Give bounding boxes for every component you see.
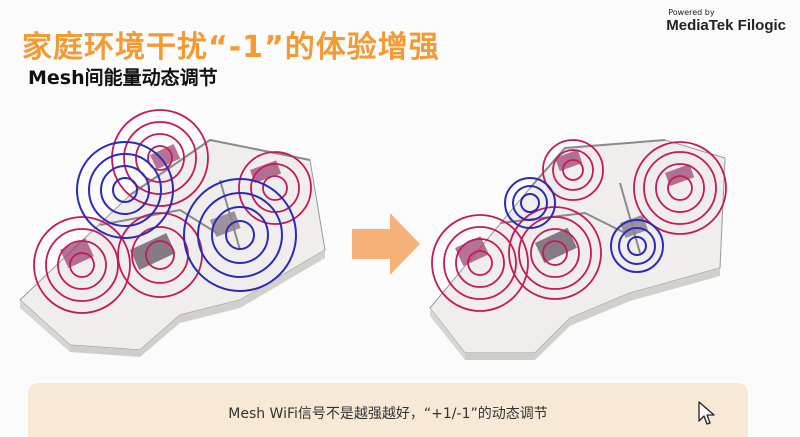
slide-title: 家庭环境干扰“-1”的体验增强: [22, 30, 440, 65]
ring-group-blue-1: [504, 177, 556, 229]
walls: [99, 138, 311, 251]
caption-text: Mesh WiFi信号不是越强越好，“+1/-1”的动态调节: [228, 406, 548, 422]
slide-subtitle: Mesh间能量动态调节: [28, 67, 218, 89]
ring-group-blue-2: [610, 219, 664, 273]
brand-logo: Powered by MediaTek Filogic: [666, 8, 786, 34]
floorplan-before: [19, 109, 326, 357]
ring-group-red-3: [33, 216, 131, 314]
mouse-cursor-icon: [698, 401, 715, 425]
brand-name: MediaTek Filogic: [666, 17, 786, 34]
right-arrow-icon: [352, 213, 420, 275]
caption-banner: Mesh WiFi信号不是越强越好，“+1/-1”的动态调节: [28, 383, 748, 437]
ring-group-red-2: [633, 141, 727, 235]
ring-group-red-1: [542, 139, 604, 201]
powered-by-label: Powered by: [668, 8, 715, 17]
floorplan-after: [429, 139, 727, 360]
ring-group-blue-2: [183, 178, 297, 292]
ring-group-red-3: [431, 214, 529, 312]
ring-group-blue-1: [76, 141, 174, 239]
